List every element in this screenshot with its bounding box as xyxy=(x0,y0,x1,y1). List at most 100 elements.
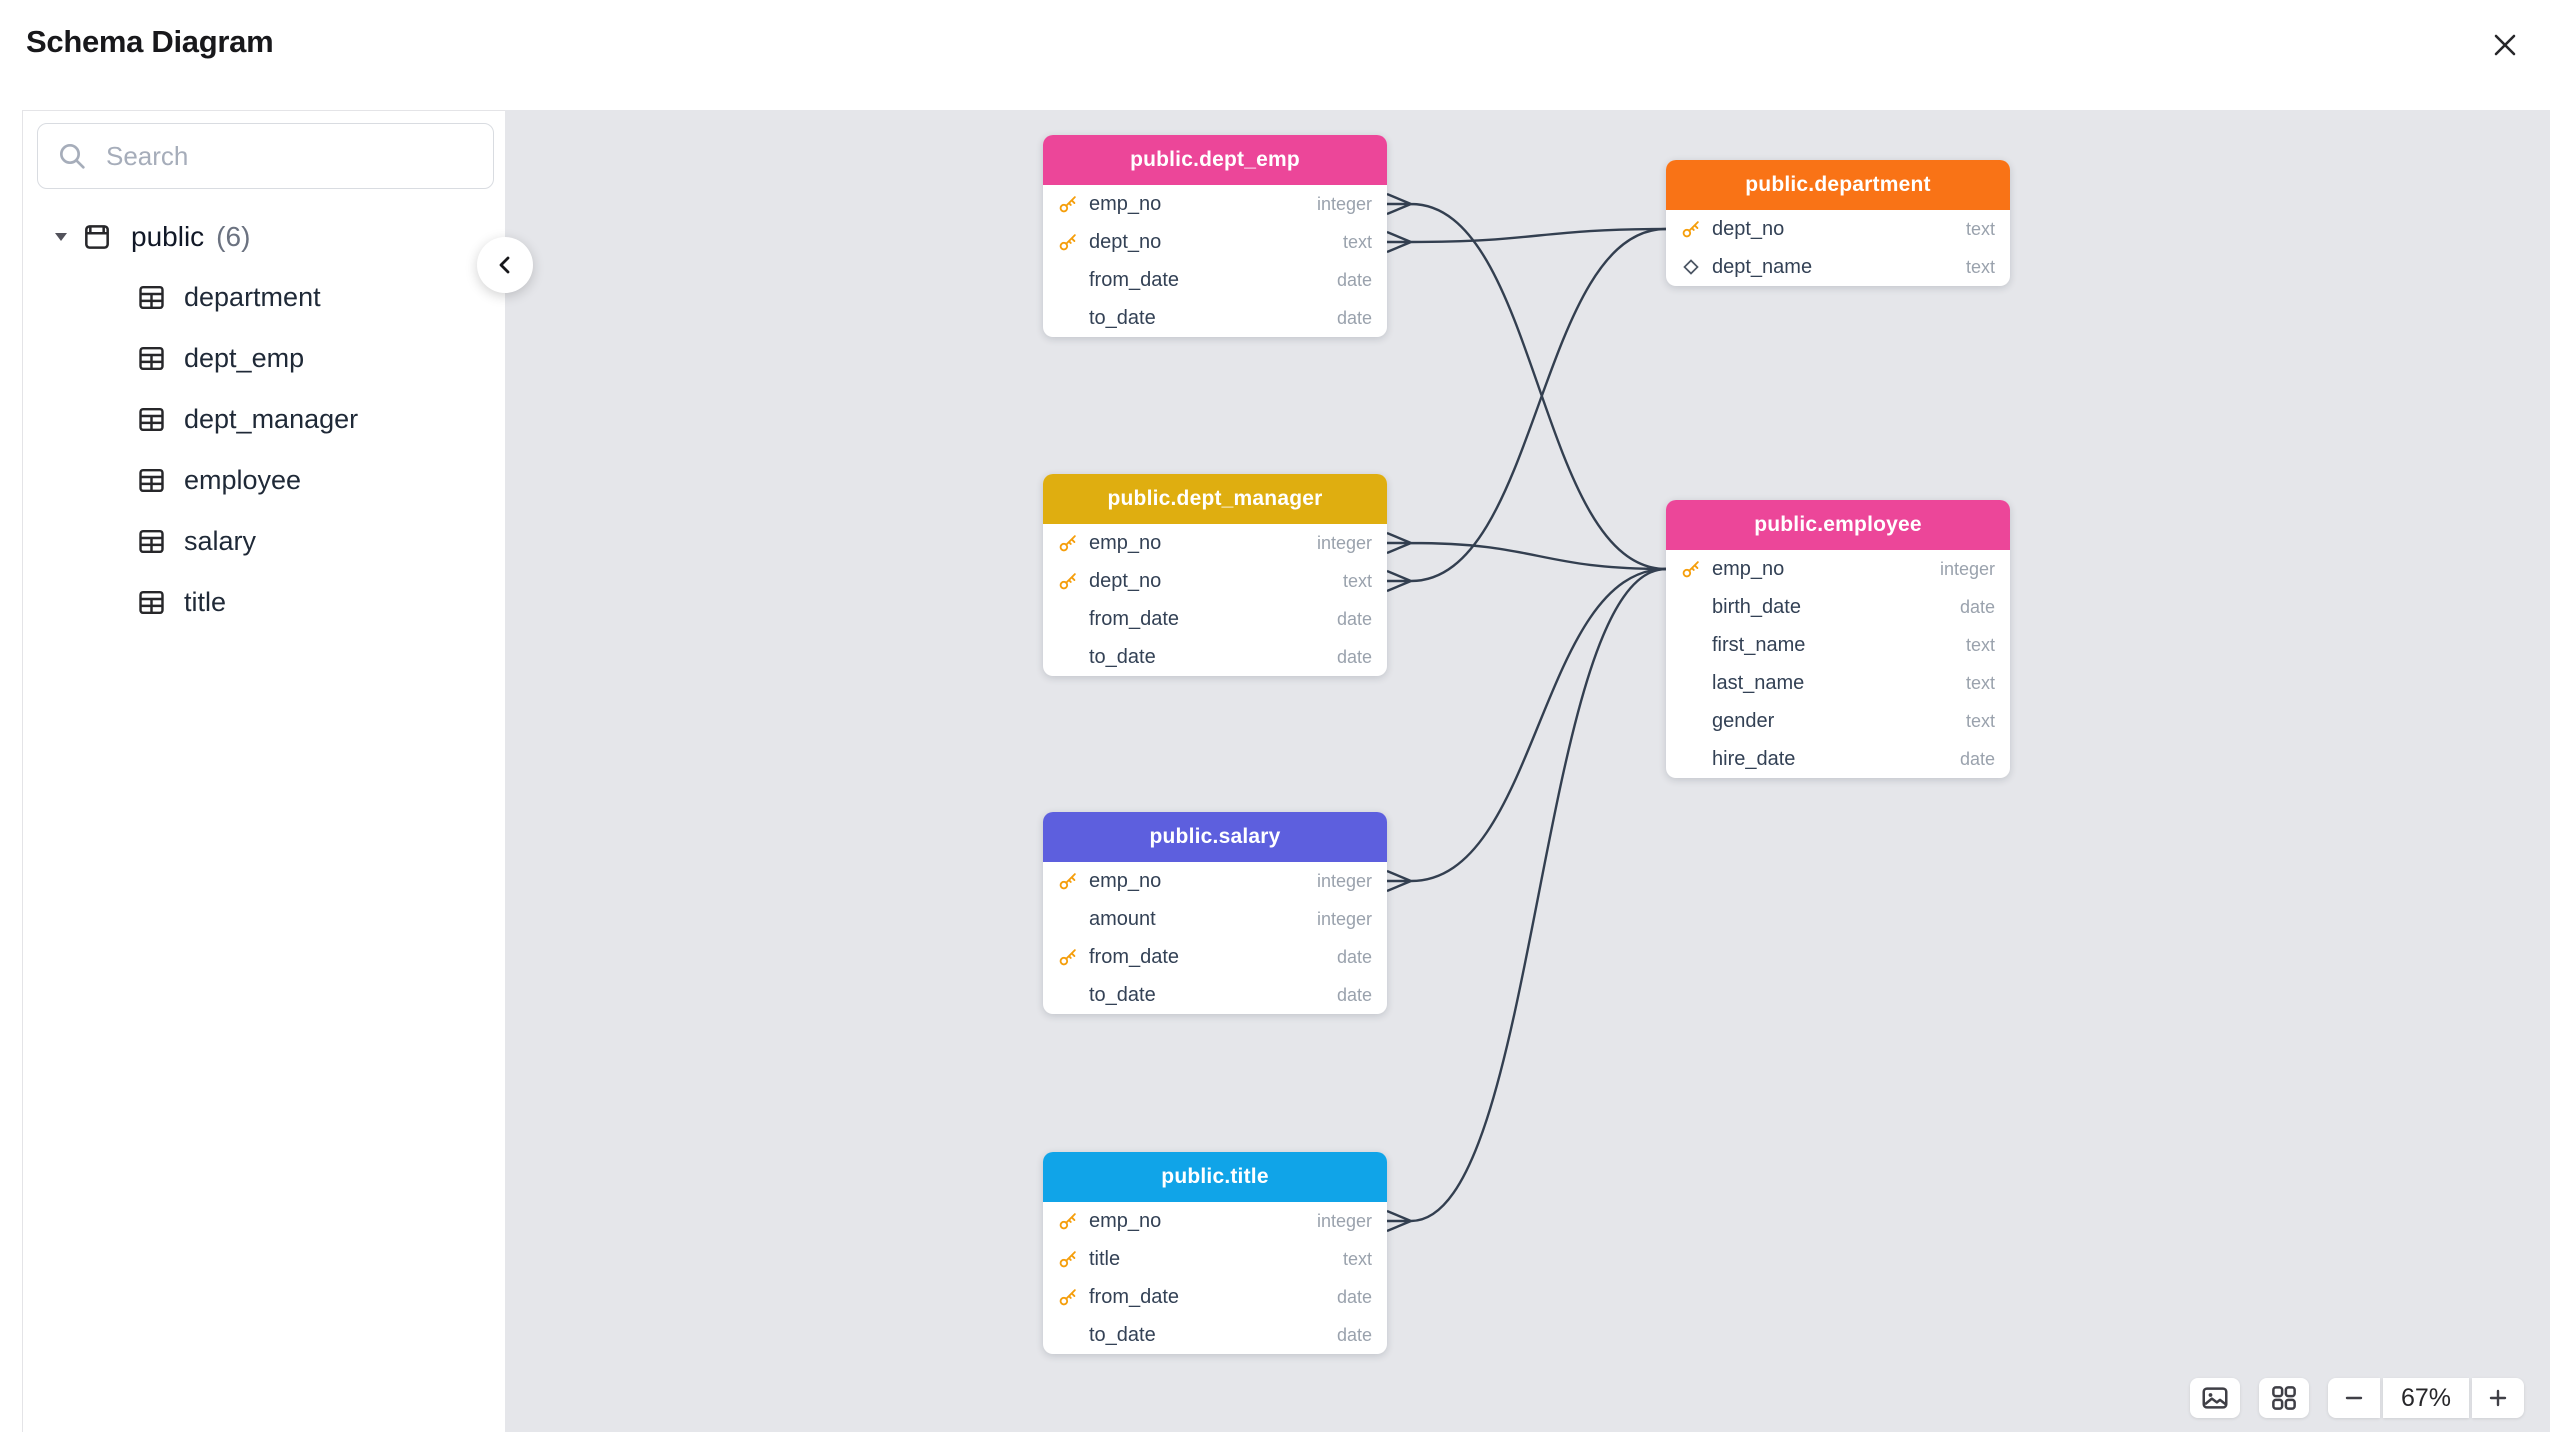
column-name: to_date xyxy=(1089,1323,1156,1346)
sidebar-item-title[interactable]: title xyxy=(23,572,505,633)
column-name: dept_no xyxy=(1089,569,1162,592)
column-type: date xyxy=(1336,984,1372,1005)
sidebar-item-label: dept_emp xyxy=(184,343,305,373)
table-icon xyxy=(139,285,164,310)
column-name: from_date xyxy=(1089,1285,1180,1308)
auto-layout-button[interactable] xyxy=(2259,1378,2309,1418)
primary-key-icon xyxy=(1059,949,1076,966)
column-row-emp_no: emp_no integer xyxy=(1043,862,1387,900)
column-type: text xyxy=(1965,634,1995,655)
search-box xyxy=(37,123,494,189)
column-type: text xyxy=(1965,256,1995,277)
sidebar-item-label: title xyxy=(184,587,227,617)
column-name: dept_no xyxy=(1089,230,1162,253)
sidebar-item-dept_manager[interactable]: dept_manager xyxy=(23,389,505,450)
sidebar-item-employee[interactable]: employee xyxy=(23,450,505,511)
column-row-dept_no: dept_no text xyxy=(1043,562,1387,600)
column-name: emp_no xyxy=(1089,531,1162,554)
column-type: integer xyxy=(1316,1210,1372,1231)
column-type: text xyxy=(1342,570,1372,591)
search-input[interactable] xyxy=(104,139,475,173)
column-row-to_date: to_date date xyxy=(1043,1316,1387,1354)
primary-key-icon xyxy=(1059,234,1076,251)
table-icon xyxy=(139,590,164,615)
column-type: integer xyxy=(1316,870,1372,891)
column-type: date xyxy=(1959,748,1995,769)
primary-key-icon xyxy=(1059,1289,1076,1306)
column-name: from_date xyxy=(1089,607,1180,630)
sidebar-item-label: department xyxy=(184,282,321,312)
column-type: date xyxy=(1336,608,1372,629)
column-row-last_name: last_name text xyxy=(1666,664,2010,702)
zoom-out-button[interactable] xyxy=(2328,1378,2380,1418)
sidebar-item-dept_emp[interactable]: dept_emp xyxy=(23,328,505,389)
column-type: date xyxy=(1336,307,1372,328)
download-image-button[interactable] xyxy=(2190,1378,2240,1418)
relationship-edge-dept_emp.dept_no-department.dept_no xyxy=(1386,227,1667,254)
primary-key-icon xyxy=(1059,1251,1076,1268)
column-row-to_date: to_date date xyxy=(1043,976,1387,1014)
column-name: birth_date xyxy=(1712,595,1801,618)
plus-icon xyxy=(2489,1389,2507,1407)
table-node-header: public.department xyxy=(1666,160,2010,210)
schema-tree: public (6) department dept_emp dept_manage… xyxy=(23,207,505,633)
column-name: title xyxy=(1089,1247,1121,1270)
table-icon xyxy=(139,346,164,371)
sidebar-collapse-button[interactable] xyxy=(477,237,533,293)
primary-key-icon xyxy=(1059,535,1076,552)
column-type: integer xyxy=(1939,558,1995,579)
column-type: date xyxy=(1959,596,1995,617)
column-type: date xyxy=(1336,269,1372,290)
column-name: to_date xyxy=(1089,983,1156,1006)
column-type: date xyxy=(1336,1324,1372,1345)
caret-down-icon[interactable] xyxy=(53,231,69,243)
zoom-level[interactable]: 67% xyxy=(2383,1378,2469,1418)
relationship-edge-title.emp_no-employee.emp_no xyxy=(1386,567,1667,1233)
sidebar-item-salary[interactable]: salary xyxy=(23,511,505,572)
relationship-edge-salary.emp_no-employee.emp_no xyxy=(1386,567,1667,893)
sidebar-item-department[interactable]: department xyxy=(23,267,505,328)
zoom-in-button[interactable] xyxy=(2472,1378,2524,1418)
schema-sidebar: public (6) department dept_emp dept_manage… xyxy=(22,110,505,1432)
table-node-header: public.dept_manager xyxy=(1043,474,1387,524)
schema-node-public[interactable]: public (6) xyxy=(23,207,505,267)
column-type: integer xyxy=(1316,193,1372,214)
column-type: text xyxy=(1965,710,1995,731)
table-node-header: public.dept_emp xyxy=(1043,135,1387,185)
relationship-edge-dept_manager.emp_no-employee.emp_no xyxy=(1386,531,1667,571)
primary-key-icon xyxy=(1059,573,1076,590)
column-name: emp_no xyxy=(1089,869,1162,892)
column-type: date xyxy=(1336,946,1372,967)
zoom-controls: 67% xyxy=(2328,1378,2524,1418)
close-button[interactable] xyxy=(2482,22,2528,68)
column-name: last_name xyxy=(1712,671,1805,694)
primary-key-icon xyxy=(1682,561,1699,578)
column-name: from_date xyxy=(1089,268,1180,291)
column-row-hire_date: hire_date date xyxy=(1666,740,2010,778)
column-name: hire_date xyxy=(1712,747,1796,770)
column-type: date xyxy=(1336,1286,1372,1307)
column-type: date xyxy=(1336,646,1372,667)
column-type: text xyxy=(1965,672,1995,693)
chevron-left-icon xyxy=(499,256,510,274)
search-icon xyxy=(60,144,85,169)
column-row-birth_date: birth_date date xyxy=(1666,588,2010,626)
primary-key-icon xyxy=(1059,196,1076,213)
table-node-header: public.employee xyxy=(1666,500,2010,550)
primary-key-icon xyxy=(1059,873,1076,890)
